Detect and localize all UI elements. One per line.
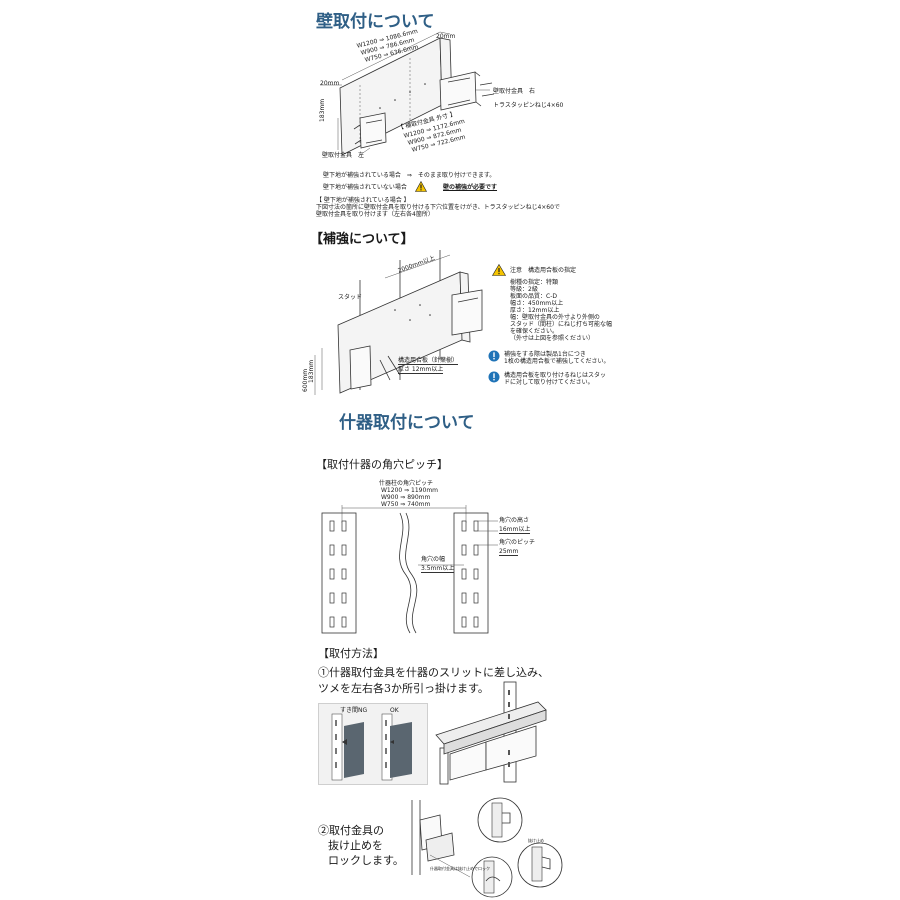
label-left-bracket: 壁取付金具 左 bbox=[322, 152, 365, 159]
step1-line1: ①什器取付金具を什器のスリットに差し込み、 bbox=[318, 666, 549, 679]
hole-height-value: 16mm以上 bbox=[499, 526, 531, 534]
note-reinforcement-needed: 壁の補強が必要です bbox=[443, 184, 498, 191]
info-icon bbox=[488, 371, 500, 383]
wall-dim-20mm-left: 20mm bbox=[320, 80, 340, 87]
label-detail-small: 抜け止め bbox=[528, 838, 544, 843]
hole-pitch-subtitle: 【取付什器の角穴ピッチ】 bbox=[316, 458, 448, 471]
section-title-wall-mount: 壁取付について bbox=[316, 12, 435, 32]
fixture-bracket-illustration bbox=[435, 681, 547, 785]
wall-mount-diagram bbox=[320, 31, 495, 156]
label-stud: スタッド bbox=[338, 294, 363, 301]
caution-line-3: 板面の品質：C-D bbox=[510, 293, 557, 300]
caution-line-1: 樹種の指定：特類 bbox=[510, 279, 559, 286]
hole-width-value: 3.5mm以上 bbox=[421, 565, 455, 573]
section-title-fixture-mount: 什器取付について bbox=[339, 413, 475, 433]
hole-pitch-diagram bbox=[321, 505, 498, 634]
section-title-reinforcement: 【補強について】 bbox=[310, 232, 414, 247]
label-lock-small: 什器取付金具は抜け止めでロック bbox=[430, 866, 490, 871]
step2-line1: ②取付金具の bbox=[318, 824, 384, 837]
reinforce-dim-side-a: 183mm bbox=[308, 359, 315, 383]
label-ok: OK bbox=[390, 707, 399, 714]
note2-title: 【 壁下地が補強されている場合 】 bbox=[316, 197, 410, 204]
pitch-value-3: W750 ⇒ 740mm bbox=[381, 501, 431, 508]
note2-line2: 壁取付金具を取り付けます（左右各4箇所） bbox=[316, 211, 434, 218]
lock-illustration bbox=[411, 797, 563, 898]
info1-line-1: 補強をする際は製品1台につき bbox=[504, 351, 586, 358]
caution-icon bbox=[491, 263, 507, 276]
warning-icon bbox=[414, 180, 428, 192]
hole-pitch-value: 25mm bbox=[499, 548, 519, 556]
hole-width-label: 角穴の幅 bbox=[421, 556, 446, 563]
label-screw: トラスタッピンねじ4×60 bbox=[493, 102, 564, 109]
ng-ok-illustration bbox=[331, 713, 412, 781]
label-right-bracket: 壁取付金具 右 bbox=[493, 88, 536, 95]
hole-height-label: 角穴の高さ bbox=[499, 517, 530, 524]
step2-line3: ロックします。 bbox=[328, 854, 404, 867]
wall-dim-height: 183mm bbox=[319, 98, 326, 122]
method-title: 【取付方法】 bbox=[318, 647, 384, 660]
wall-dim-20mm-right: 20mm bbox=[436, 33, 456, 40]
info2-line-2: ドに対して取り付けてください。 bbox=[504, 379, 594, 386]
reinforcement-diagram bbox=[314, 250, 483, 395]
hole-pitch-label: 角穴のピッチ bbox=[499, 539, 536, 546]
caution-line-8: を確保ください。 bbox=[510, 328, 559, 335]
label-ng: すき間NG bbox=[340, 707, 368, 714]
caution-line-7: スタッド（間柱）にねじ打ち可能な幅 bbox=[510, 321, 613, 328]
caution-line-9: （外寸は上図を参照ください） bbox=[510, 335, 595, 342]
note-not-reinforced: 壁下地が補強されていない場合 bbox=[323, 184, 407, 191]
step2-line2: 抜け止めを bbox=[328, 839, 383, 852]
pitch-title: 什器柱の角穴ピッチ bbox=[379, 480, 434, 487]
caution-line-5: 厚さ：12mm以上 bbox=[510, 307, 560, 314]
caution-line-2: 等級：2級 bbox=[510, 286, 538, 293]
caution-title: 注意 構造用合板の指定 bbox=[510, 267, 577, 274]
pitch-value-2: W900 ⇒ 890mm bbox=[381, 494, 431, 501]
note-reinforced: 壁下地が補強されている場合 ⇒ そのまま取り付けできます。 bbox=[323, 172, 496, 179]
step1-line2: ツメを左右各3か所引っ掛けます。 bbox=[318, 682, 489, 695]
reinforce-dim-side-b: 600mm bbox=[302, 368, 309, 392]
caution-line-6: 幅：壁取付金具の外寸より外側の bbox=[510, 314, 600, 321]
label-thickness: 厚さ 12mm以上 bbox=[398, 366, 444, 374]
note2-line1: 下図寸法の箇所に壁取付金具を取り付ける下穴位置をけがき、トラスタッピンねじ4×6… bbox=[316, 204, 560, 211]
info1-line-2: 1枚の構造用合板で補強してください。 bbox=[504, 358, 610, 365]
label-plywood: 構造用合板（針葉樹） bbox=[398, 357, 459, 365]
info-icon bbox=[488, 350, 500, 362]
caution-line-4: 幅さ：450mm以上 bbox=[510, 300, 564, 307]
pitch-value-1: W1200 ⇒ 1190mm bbox=[381, 487, 439, 494]
info2-line-1: 構造用合板を取り付けるねじはスタッ bbox=[504, 372, 607, 379]
